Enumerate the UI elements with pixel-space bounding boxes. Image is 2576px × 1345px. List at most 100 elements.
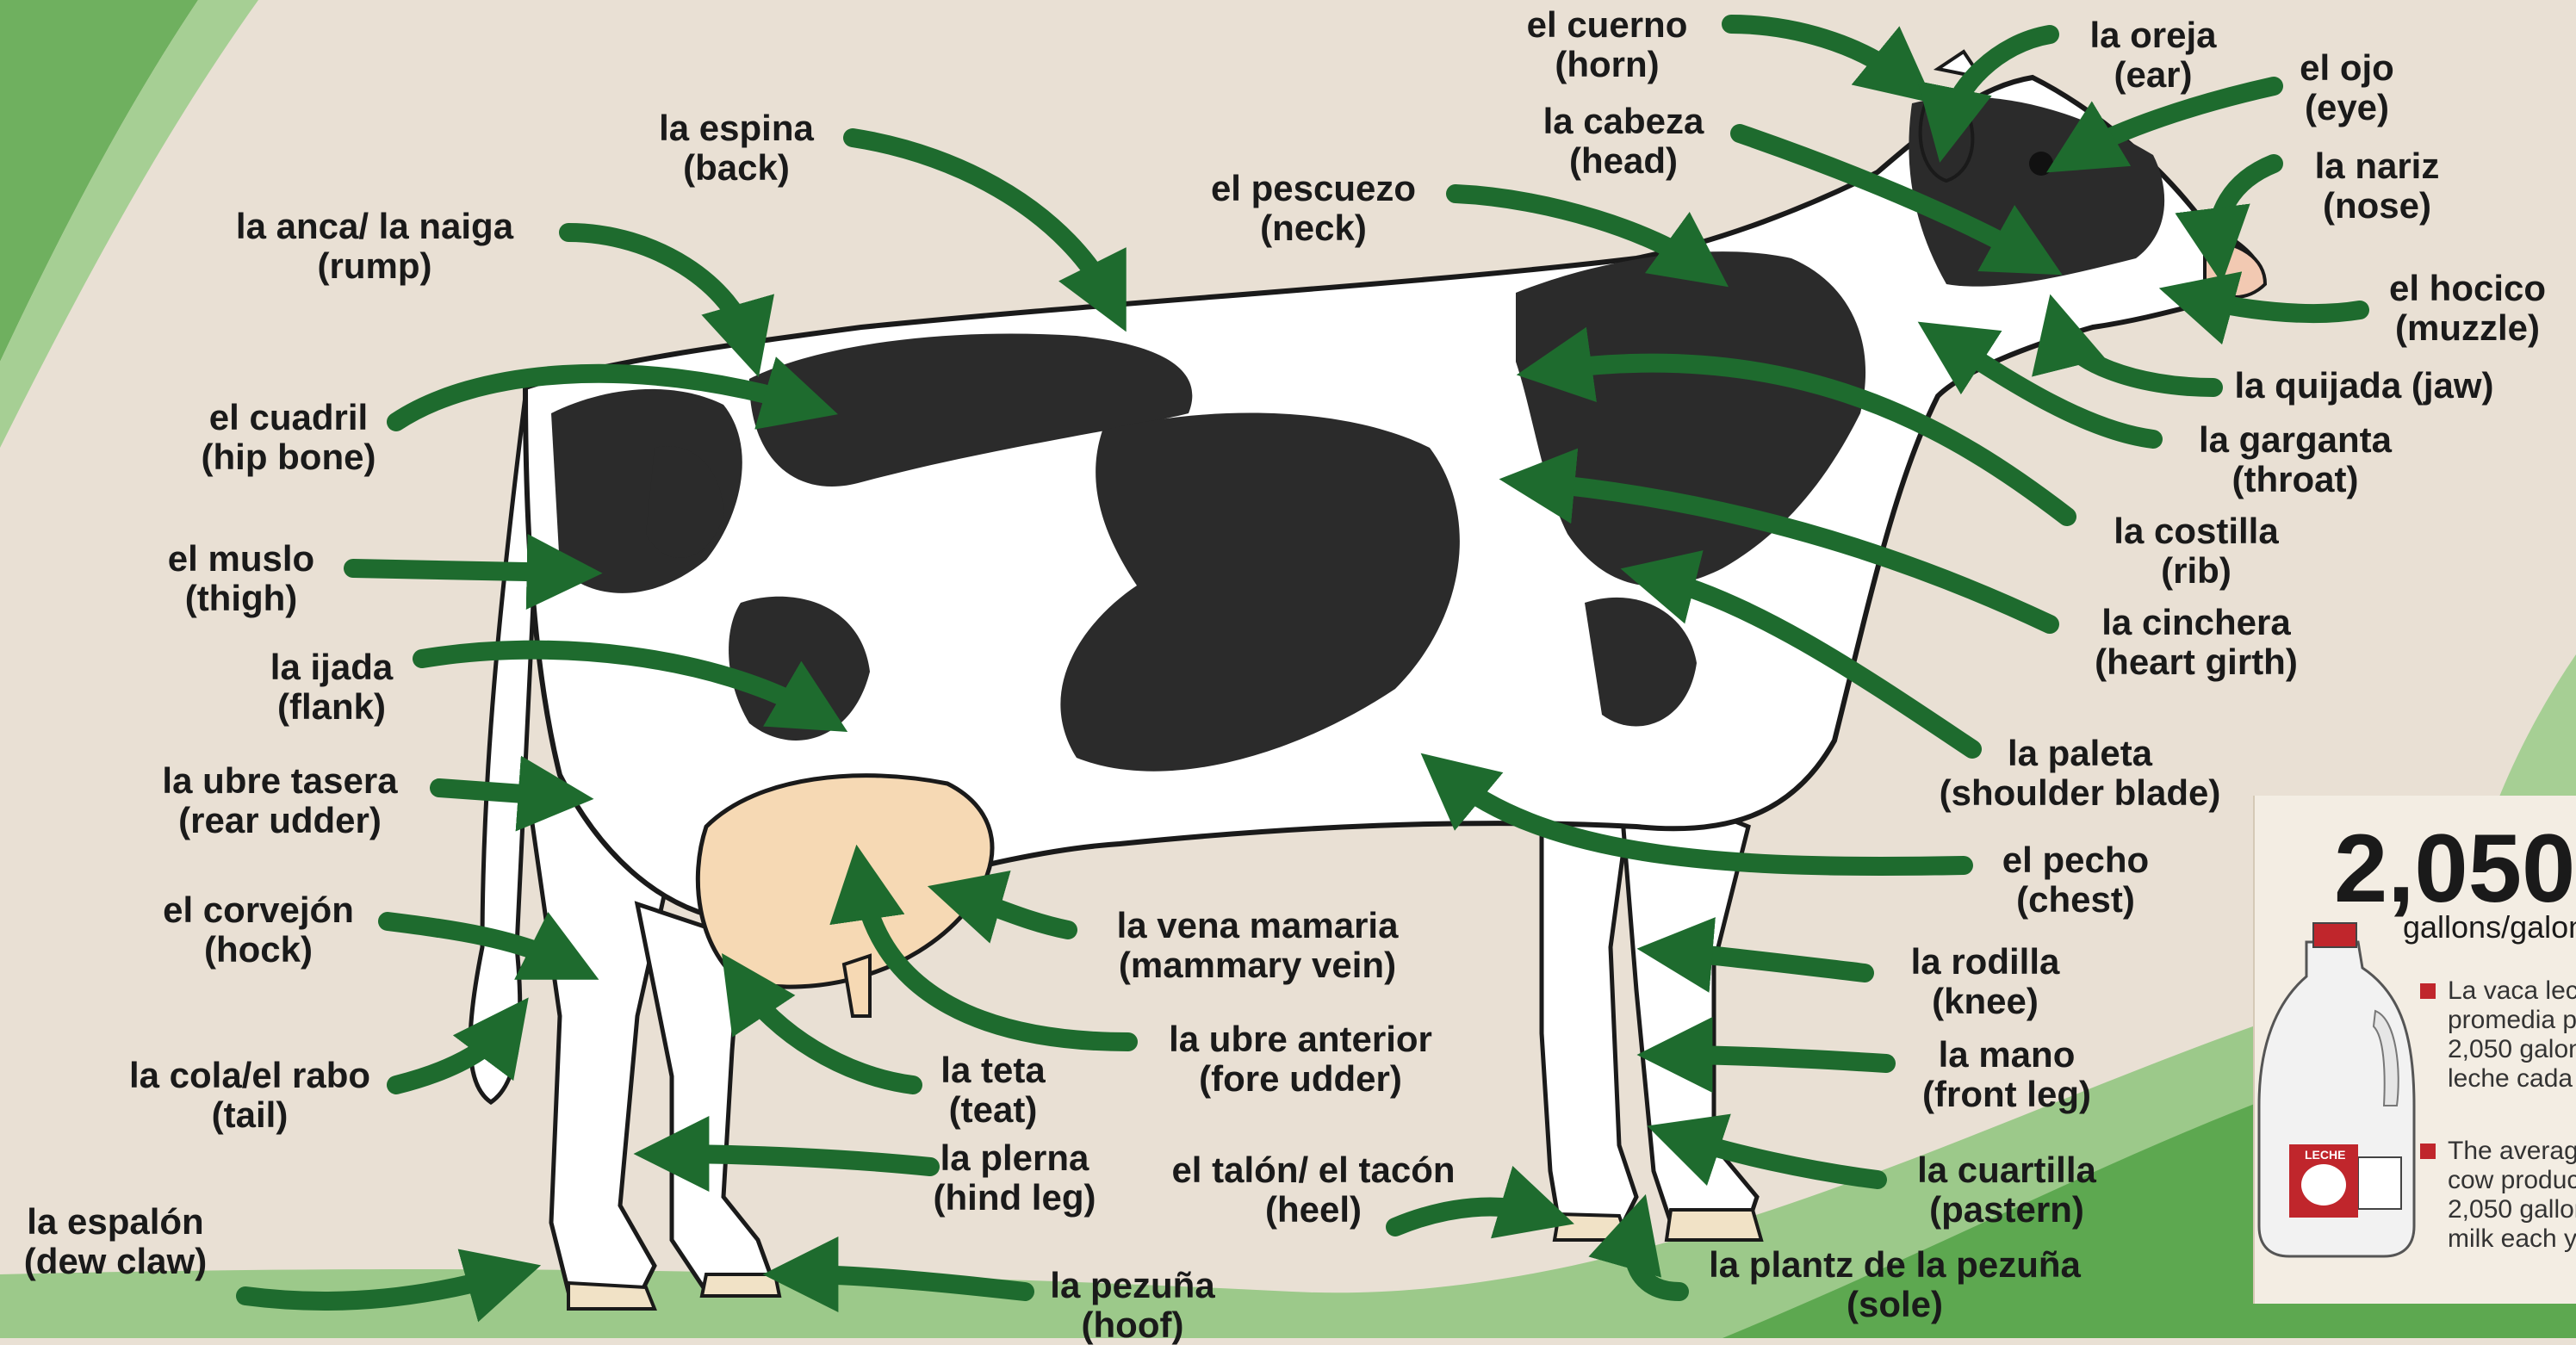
label-rearudder: la ubre tasera(rear udder)	[146, 761, 413, 840]
label-neck-es: el pescuezo	[1189, 169, 1438, 208]
arrow-horn	[1731, 24, 1908, 82]
label-hindleg-en: (hind leg)	[928, 1178, 1101, 1218]
hoof-front-front	[1667, 1210, 1761, 1240]
label-ear-en: (ear)	[2063, 55, 2244, 95]
label-foreudder-en: (fore udder)	[1150, 1059, 1451, 1099]
label-heel-es: el talón/ el tacón	[1158, 1150, 1468, 1190]
arrow-rearudder	[439, 788, 560, 796]
arrow-eye	[2076, 86, 2274, 155]
label-hoof-es: la pezuña	[1038, 1266, 1227, 1305]
label-thigh-en: (thigh)	[155, 579, 327, 618]
label-rump-es: la anca/ la naiga	[215, 207, 534, 246]
stat-bullet-es: La vaca lechera promedia produce 2,050 g…	[2448, 976, 2576, 1094]
label-foreudder: la ubre anterior(fore udder)	[1150, 1020, 1451, 1099]
label-flank-es: la ijada	[250, 648, 413, 687]
label-rib: la costilla(rib)	[2101, 511, 2291, 591]
arrow-frontleg	[1671, 1055, 1886, 1063]
arrow-nose	[2217, 164, 2274, 250]
label-thigh-es: el muslo	[155, 539, 327, 579]
label-tail-en: (tail)	[116, 1095, 383, 1135]
label-throat-es: la garganta	[2188, 420, 2403, 460]
hoof-back	[568, 1283, 655, 1309]
label-teat: la teta(teat)	[928, 1051, 1058, 1130]
label-throat-en: (throat)	[2188, 460, 2403, 499]
label-pastern-en: (pastern)	[1908, 1190, 2106, 1230]
label-throat: la garganta(throat)	[2188, 420, 2403, 499]
label-hip-es: el cuadril	[191, 398, 386, 437]
label-head: la cabeza(head)	[1524, 102, 1723, 181]
label-horn: el cuerno(horn)	[1512, 5, 1702, 84]
arrow-rump	[568, 232, 749, 344]
label-nose-es: la nariz	[2295, 146, 2459, 186]
label-thigh: el muslo(thigh)	[155, 539, 327, 618]
label-hock-es: el corvejón	[151, 890, 366, 930]
label-knee-es: la rodilla	[1886, 942, 2084, 982]
label-chest: el pecho(chest)	[1981, 840, 2170, 920]
label-chest-es: el pecho	[1981, 840, 2170, 880]
hoof-rear-front	[702, 1274, 779, 1296]
label-rearudder-en: (rear udder)	[146, 801, 413, 840]
arrow-throat	[1946, 340, 2153, 439]
label-horn-en: (horn)	[1512, 45, 1702, 84]
arrow-jaw	[2058, 327, 2213, 387]
label-vein: la vena mamaria(mammary vein)	[1102, 906, 1412, 985]
label-head-en: (head)	[1524, 141, 1723, 181]
label-shoulder-es: la paleta	[1929, 734, 2231, 773]
arrow-thigh	[353, 568, 568, 573]
label-ear-es: la oreja	[2063, 15, 2244, 55]
label-vein-es: la vena mamaria	[1102, 906, 1412, 945]
label-pastern-es: la cuartilla	[1908, 1150, 2106, 1190]
label-tail-es: la cola/el rabo	[116, 1056, 383, 1095]
label-nose-en: (nose)	[2295, 186, 2459, 226]
label-jaw-es: la quijada (jaw)	[2222, 366, 2506, 406]
label-rib-en: (rib)	[2101, 551, 2291, 591]
label-chest-en: (chest)	[1981, 880, 2170, 920]
label-back-es: la espina	[642, 108, 831, 148]
label-hip-en: (hip bone)	[191, 437, 386, 477]
label-girth: la cinchera(heart girth)	[2084, 603, 2308, 682]
label-dewclaw-en: (dew claw)	[12, 1242, 219, 1281]
stat-bullet-es-line: 2,050 galones de	[2448, 1035, 2576, 1064]
label-head-es: la cabeza	[1524, 102, 1723, 141]
label-vein-en: (mammary vein)	[1102, 945, 1412, 985]
label-eye-en: (eye)	[2274, 88, 2420, 127]
label-jaw: la quijada (jaw)	[2222, 366, 2506, 406]
label-knee: la rodilla(knee)	[1886, 942, 2084, 1021]
label-eye-es: el ojo	[2274, 48, 2420, 88]
label-foreudder-es: la ubre anterior	[1150, 1020, 1451, 1059]
label-back: la espina(back)	[642, 108, 831, 188]
label-teat-es: la teta	[928, 1051, 1058, 1090]
teat-shape	[844, 956, 870, 1016]
arrow-hock	[388, 921, 568, 964]
stat-bullet-en-line: 2,050 gallons of	[2448, 1195, 2576, 1224]
label-shoulder-en: (shoulder blade)	[1929, 773, 2231, 813]
label-girth-es: la cinchera	[2084, 603, 2308, 642]
stat-bullet-en-line: milk each year.	[2448, 1224, 2576, 1254]
label-pastern: la cuartilla(pastern)	[1908, 1150, 2106, 1230]
label-sole: la plantz de la pezuña(sole)	[1684, 1245, 2106, 1324]
label-rearudder-es: la ubre tasera	[146, 761, 413, 801]
label-frontleg-es: la mano	[1912, 1035, 2101, 1075]
arrow-teat	[741, 982, 913, 1085]
hoof-front-back	[1555, 1214, 1628, 1240]
label-flank-en: (flank)	[250, 687, 413, 727]
stat-bullet-en: The average dairy cow produces 2,050 gal…	[2448, 1137, 2576, 1254]
front-leg-back	[1542, 792, 1636, 1231]
stat-bullet-en-line: cow produces	[2448, 1166, 2576, 1195]
arrow-back	[853, 138, 1111, 301]
label-shoulder: la paleta(shoulder blade)	[1929, 734, 2231, 813]
jug-label: LECHE	[2305, 1148, 2345, 1162]
label-horn-es: el cuerno	[1512, 5, 1702, 45]
label-sole-en: (sole)	[1684, 1285, 2106, 1324]
label-rump-en: (rump)	[215, 246, 534, 286]
label-muzzle-en: (muzzle)	[2368, 308, 2567, 348]
stat-bullet-en-line: The average dairy	[2448, 1137, 2576, 1166]
milk-jug-icon: LECHE	[2255, 916, 2418, 1261]
label-teat-en: (teat)	[928, 1090, 1058, 1130]
label-heel: el talón/ el tacón(heel)	[1158, 1150, 1468, 1230]
label-back-en: (back)	[642, 148, 831, 188]
label-hindleg: la plerna(hind leg)	[928, 1138, 1101, 1218]
label-muzzle: el hocico(muzzle)	[2368, 269, 2567, 348]
stat-unit: gallons/galones	[2403, 909, 2576, 945]
arrow-vein	[960, 896, 1068, 930]
